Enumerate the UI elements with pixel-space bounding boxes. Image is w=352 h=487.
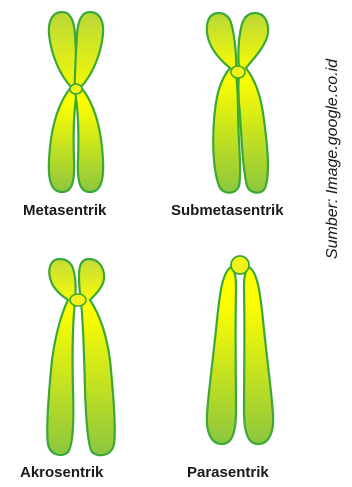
submetasentrik-left-chromatid	[207, 13, 240, 193]
akrosentrik-right-chromatid	[79, 259, 115, 455]
label-metasentrik: Metasentrik	[23, 203, 106, 218]
chromosome-metasentrik	[49, 12, 103, 192]
label-parasentrik: Parasentrik	[187, 465, 269, 480]
submetasentrik-right-chromatid	[238, 13, 268, 193]
chromosome-akrosentrik	[47, 259, 115, 455]
label-akrosentrik: Akrosentrik	[20, 465, 103, 480]
chromosome-submetasentrik	[207, 13, 268, 193]
source-note: Sumber: Image.google.co.id	[325, 59, 341, 259]
akrosentrik-left-chromatid	[47, 259, 75, 455]
chromosome-parasentrik	[207, 256, 273, 444]
parasentrik-centromere	[231, 256, 249, 274]
akrosentrik-centromere	[70, 294, 86, 306]
metasentrik-left-chromatid	[49, 12, 77, 192]
parasentrik-left-chromatid	[207, 267, 236, 444]
submetasentrik-centromere	[231, 66, 245, 78]
parasentrik-right-chromatid	[244, 267, 273, 444]
metasentrik-centromere	[70, 84, 82, 94]
label-submetasentrik: Submetasentrik	[171, 203, 284, 218]
metasentrik-right-chromatid	[75, 12, 103, 192]
